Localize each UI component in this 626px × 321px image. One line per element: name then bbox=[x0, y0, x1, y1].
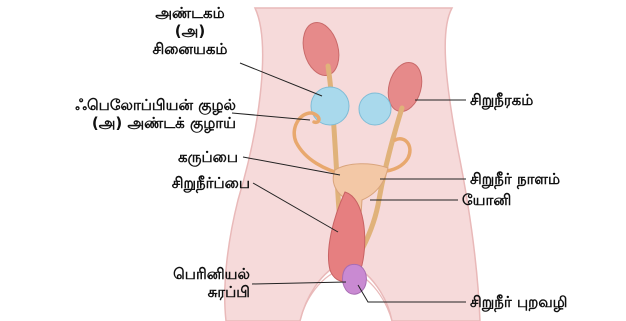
label-ovary-line1: அண்டகம் bbox=[135, 4, 245, 22]
label-bladder: சிறுநீர்ப்பை bbox=[110, 174, 250, 192]
label-ovary-line3: சினையகம் bbox=[135, 40, 245, 58]
label-ovary: அண்டகம் (அ) சினையகம் bbox=[135, 4, 245, 58]
label-kidney: சிறுநீரகம் bbox=[470, 91, 533, 109]
label-fallopian-line2: (அ) அண்டக் குழாய் bbox=[10, 114, 236, 132]
perineal-gland-shape bbox=[343, 264, 367, 294]
label-urethral-opening: சிறுநீர் புறவழி bbox=[470, 293, 567, 311]
label-fallopian-line1: ஃபெலோப்பியன் குழல் bbox=[10, 96, 236, 114]
label-perineal: பெரினியல் சுரப்பி bbox=[145, 265, 250, 301]
label-uterus: கருப்பை bbox=[130, 148, 238, 166]
label-perineal-line1: பெரினியல் bbox=[145, 265, 250, 283]
label-perineal-line2: சுரப்பி bbox=[145, 283, 250, 301]
label-vagina: யோனி bbox=[462, 191, 511, 209]
ovary-right-shape bbox=[359, 93, 391, 125]
label-ovary-line2: (அ) bbox=[135, 22, 245, 40]
label-fallopian: ஃபெலோப்பியன் குழல் (அ) அண்டக் குழாய் bbox=[10, 96, 236, 132]
ovary-left-shape bbox=[311, 87, 349, 125]
label-ureter: சிறுநீர் நாளம் bbox=[470, 170, 560, 188]
